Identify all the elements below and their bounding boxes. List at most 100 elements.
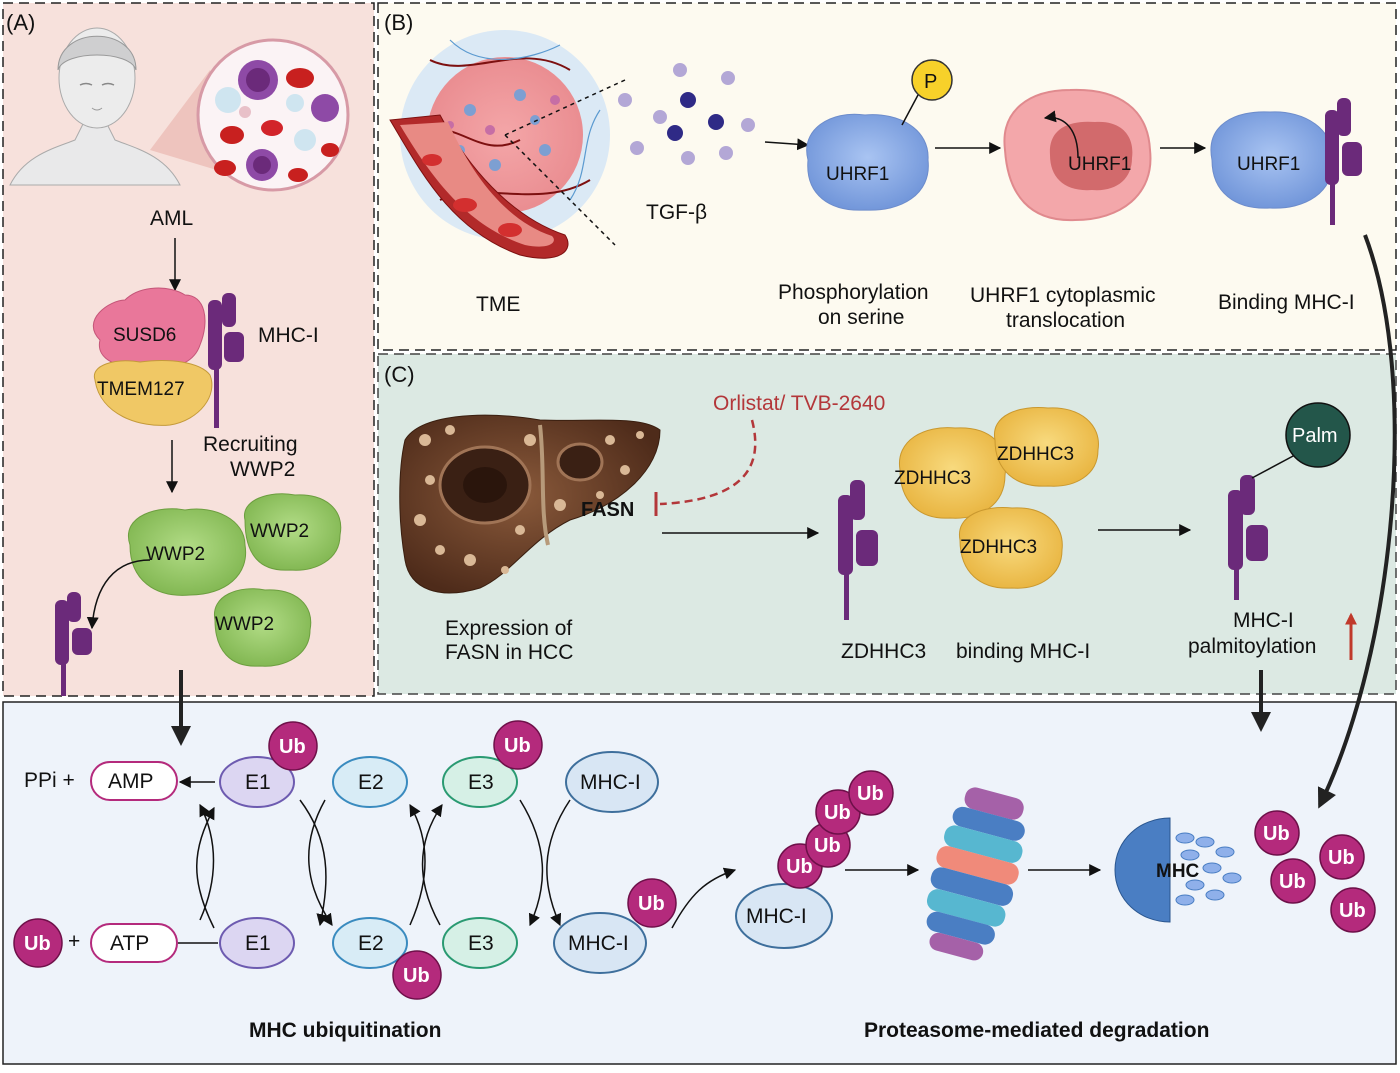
inhibition-arrow [659,419,757,506]
mhc-degraded-label: MHC [1156,861,1200,882]
mhc-i-receptor-a2 [55,592,92,696]
uhrf1-label-2: UHRF1 [1068,154,1131,175]
zdhhc3-protein-2 [994,406,1099,487]
released-ub-4-label: Ub [1339,900,1366,922]
polyub-3-label: Ub [824,802,851,824]
mhc-i-label-a: MHC-I [258,324,319,347]
expression-label-line2: FASN in HCC [445,641,573,664]
arrow-tgf-to-uhrf1 [764,138,810,151]
released-ub-2-label: Ub [1328,847,1355,869]
palm-label: Palm [1292,425,1338,447]
phosphate-circle [911,59,953,101]
ub-on-e1-label: Ub [279,736,306,758]
ub-on-mhc-i-label: Ub [638,893,665,915]
ub-on-e3-label: Ub [504,735,531,757]
step3-label: Binding MHC-I [1218,291,1355,314]
palmitoylation-label-line2: palmitoylation [1188,635,1316,658]
step2-label-line1: UHRF1 cytoplasmic [970,284,1156,307]
e2-ellipse-top [332,756,408,808]
degraded-mhc-shape [1114,817,1171,923]
uhrf1-protein-1 [806,113,929,211]
palm-circle [1285,402,1351,468]
released-ub-3 [1270,858,1316,904]
uhrf1-label-1: UHRF1 [826,164,889,185]
mhc-i-polyub-ellipse [735,883,833,949]
tmem127-label: TMEM127 [97,379,185,400]
mhc-i-ub-ellipse [553,912,647,974]
ub-on-e3 [493,720,543,770]
e1-ub-label: E1 [245,771,271,794]
released-ub-2 [1319,834,1365,880]
panel-c-letter: (C) [384,362,415,387]
ub-on-e1 [268,721,318,771]
zdhhc3-protein-1 [899,427,1007,519]
inhibitors-label: Orlistat/ TVB-2640 [713,392,885,415]
tme-zoom-line-top [504,79,626,136]
patient-illustration [9,27,181,186]
tgf-beta-label: TGF-β [646,201,707,224]
title-proteasome-degradation: Proteasome-mediated degradation [864,1019,1209,1042]
ub-free [13,918,63,968]
mhc-i-receptor-b [1325,98,1362,225]
e1-ub-ellipse [219,756,295,808]
cycle-arrows [178,776,737,944]
expression-label-line1: Expression of [445,617,572,640]
e2-ub-label: E2 [358,932,384,955]
polyub-1-label: Ub [786,856,813,878]
arrow-b-to-degradation [1317,234,1397,809]
amp-label: AMP [108,770,154,793]
ub-free-label: Ub [24,933,51,955]
susd6-label: SUSD6 [113,325,176,346]
wwp2-label-2: WWP2 [250,521,309,542]
aml-label: AML [150,207,193,230]
wwp2-protein-1 [127,508,247,596]
blood-smear-circle [196,38,350,192]
recruiting-label-line1: Recruiting [203,433,298,456]
nucleus-illustration [1049,121,1133,191]
atp-pill [90,923,178,963]
ub-on-e2 [392,950,442,1000]
mhc-i-label-top: MHC-I [580,771,641,794]
step1-label-line1: Phosphorylation [778,281,929,304]
zdhhc3-protein-3 [959,506,1063,589]
mhc-i-polyub-label: MHC-I [746,905,807,928]
polyub-4-label: Ub [857,783,884,805]
binding-label-a: ZDHHC3 [841,640,926,663]
released-ub-3-label: Ub [1279,871,1306,893]
e3-ub-label: E3 [468,771,494,794]
released-ub-1-label: Ub [1263,823,1290,845]
zdhhc3-label-1: ZDHHC3 [894,468,971,489]
proteasome-illustration [926,787,1025,961]
tgf-beta-molecules [618,63,755,165]
e1-ellipse [219,917,295,969]
ub-on-mhc-i [627,878,677,928]
mhc-i-receptor-c2 [1228,475,1268,600]
amp-pill [90,761,178,801]
binding-label-b: binding MHC-I [956,640,1090,663]
mhc-i-ub-label: MHC-I [568,932,629,955]
tme-label: TME [476,293,520,316]
mhc-i-receptor-c1 [838,480,878,620]
tme-zoom-line-bottom [504,134,616,246]
uhrf1-label-3: UHRF1 [1237,154,1300,175]
panel-b-letter: (B) [384,10,413,35]
wwp2-protein-3 [214,588,312,667]
wwp2-protein-2 [244,493,342,571]
mhc-i-receptor-a [208,293,244,428]
released-ub-1 [1254,810,1300,856]
recruiting-label-line2: WWP2 [230,458,295,481]
title-mhc-ubiquitination: MHC ubiquitination [249,1019,441,1042]
step2-label-line2: translocation [1006,309,1125,332]
zdhhc3-label-2: ZDHHC3 [997,444,1074,465]
e2-label-top: E2 [358,771,384,794]
mhc-i-ellipse-top [565,751,659,813]
atp-label: ATP [110,932,149,955]
wwp2-label-1: WWP2 [146,544,205,565]
e3-label: E3 [468,932,494,955]
polyub-2-label: Ub [814,835,841,857]
ppi-label: PPi + [24,769,75,792]
liver-illustration [399,414,661,594]
panel-c-background [377,353,1397,695]
